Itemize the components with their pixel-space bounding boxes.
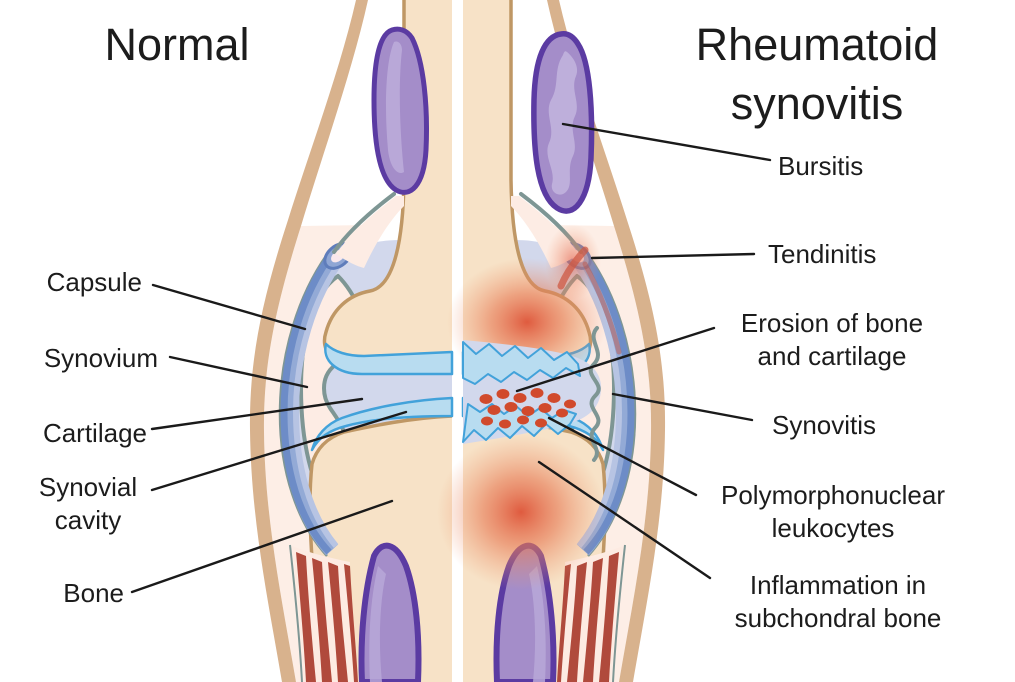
synovitis-leader [611,392,754,422]
leukocytes-leader [547,416,698,497]
label-bone: Bone [63,578,124,608]
right-title: Rheumatoid synovitis [695,19,939,129]
synovitis-membrane [588,326,601,462]
eroded-cartilage-upper [462,341,581,385]
inflamed-subchondral-bone [437,434,605,590]
left-title: Normal [104,19,250,70]
label-inflammation: Inflammation in subchondral bone [734,570,942,633]
inflamed-capsule-streak [582,261,622,355]
prepatellar-bursa [371,26,429,195]
normal-knee [250,0,452,682]
cartilage-leader [150,397,364,431]
synovial-cavity-leader [150,410,408,492]
bursitis-bursa-highlight [547,51,578,195]
label-synovial-cavity: Synovial cavity [38,472,138,535]
tendinitis-leader [590,252,756,260]
label-cartilage: Cartilage [42,418,147,448]
bone-leader [130,499,394,594]
tendinitis-streak [557,246,589,290]
rheumatoid-knee [437,0,665,682]
prepatellar-bursa-highlight [386,41,404,174]
capsule-leader [151,283,307,331]
bursitis-leader [561,122,772,162]
label-synovium: Synovium [43,343,158,373]
label-erosion: Erosion of bone and cartilage [740,308,924,371]
label-leukocytes: Polymorphonuclear leukocytes [720,480,945,543]
leader-lines [130,122,772,594]
label-synovitis: Synovitis [772,410,877,440]
label-bursitis: Bursitis [778,151,864,181]
label-capsule: Capsule [46,267,142,297]
inflammation-leader [537,460,712,580]
label-tendinitis: Tendinitis [768,239,877,269]
synovium-leader [168,355,309,389]
leukocyte-dots [479,388,576,429]
erosion-leader [515,326,716,393]
